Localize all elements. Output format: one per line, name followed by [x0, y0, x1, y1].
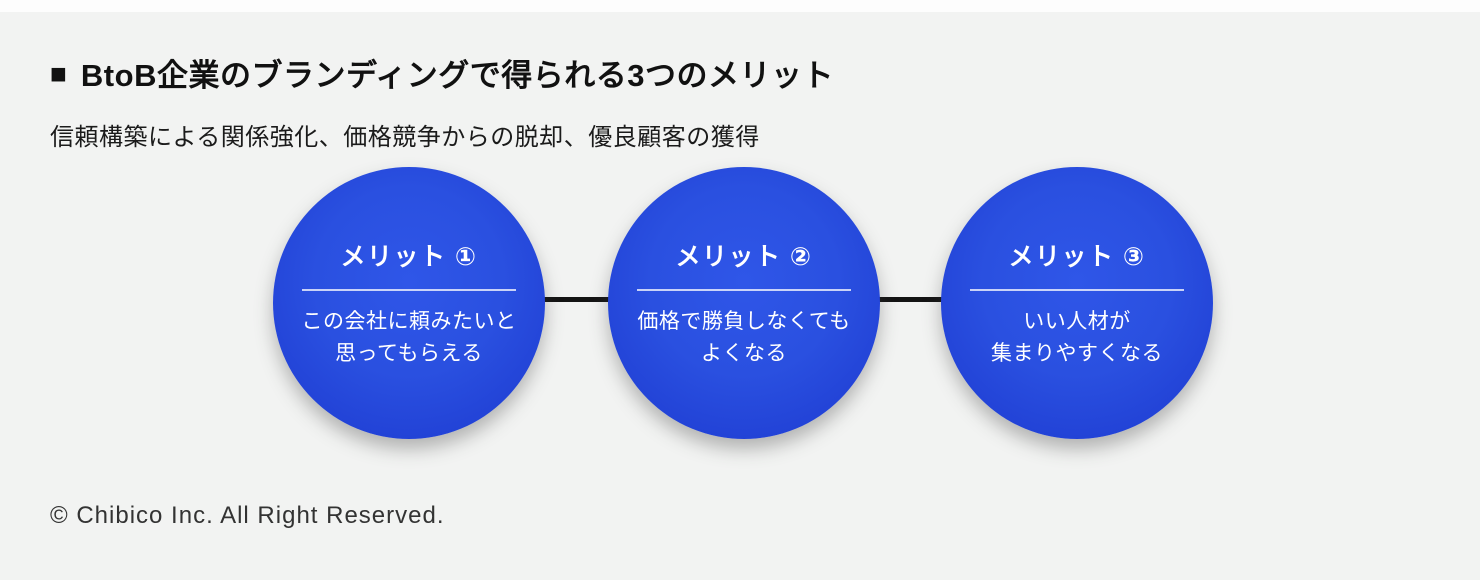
merit-1-divider — [302, 289, 516, 291]
merit-2-label: メリット ② — [675, 243, 813, 271]
header: ■ BtoB企業のブランディングで得られる3つのメリット 信頼構築による関係強化… — [50, 50, 834, 152]
merit-3-divider — [970, 289, 1184, 291]
page-title: BtoB企業のブランディングで得られる3つのメリット — [80, 58, 835, 93]
merit-circle-1: メリット ① この会社に頼みたいと 思ってもらえる — [273, 167, 545, 439]
square-bullet-icon: ■ — [50, 57, 67, 89]
merit-2-text-line: 価格で勝負しなくても — [637, 310, 851, 333]
merit-1-label: メリット ① — [340, 243, 478, 271]
merit-1-text-line: この会社に頼みたいと — [301, 310, 517, 333]
page-subtitle: 信頼構築による関係強化、価格競争からの脱却、優良顧客の獲得 — [50, 124, 760, 151]
merit-circle-3: メリット ③ いい人材が 集まりやすくなる — [941, 167, 1213, 439]
merit-circle-2: メリット ② 価格で勝負しなくても よくなる — [608, 167, 880, 439]
copyright-notice: © Chibico Inc. All Right Reserved. — [50, 502, 445, 529]
merit-3-text-line: 集まりやすくなる — [991, 341, 1163, 365]
merit-1-text-line: 思ってもらえる — [335, 341, 483, 365]
merit-3-label: メリット ③ — [1008, 243, 1146, 271]
merit-2-text-line: よくなる — [701, 341, 787, 365]
top-edge-strip — [0, 0, 1480, 12]
merit-2-divider — [637, 289, 851, 291]
page-title-row: ■ BtoB企業のブランディングで得られる3つのメリット — [50, 50, 834, 95]
merit-3-text-line: いい人材が — [1023, 310, 1131, 333]
